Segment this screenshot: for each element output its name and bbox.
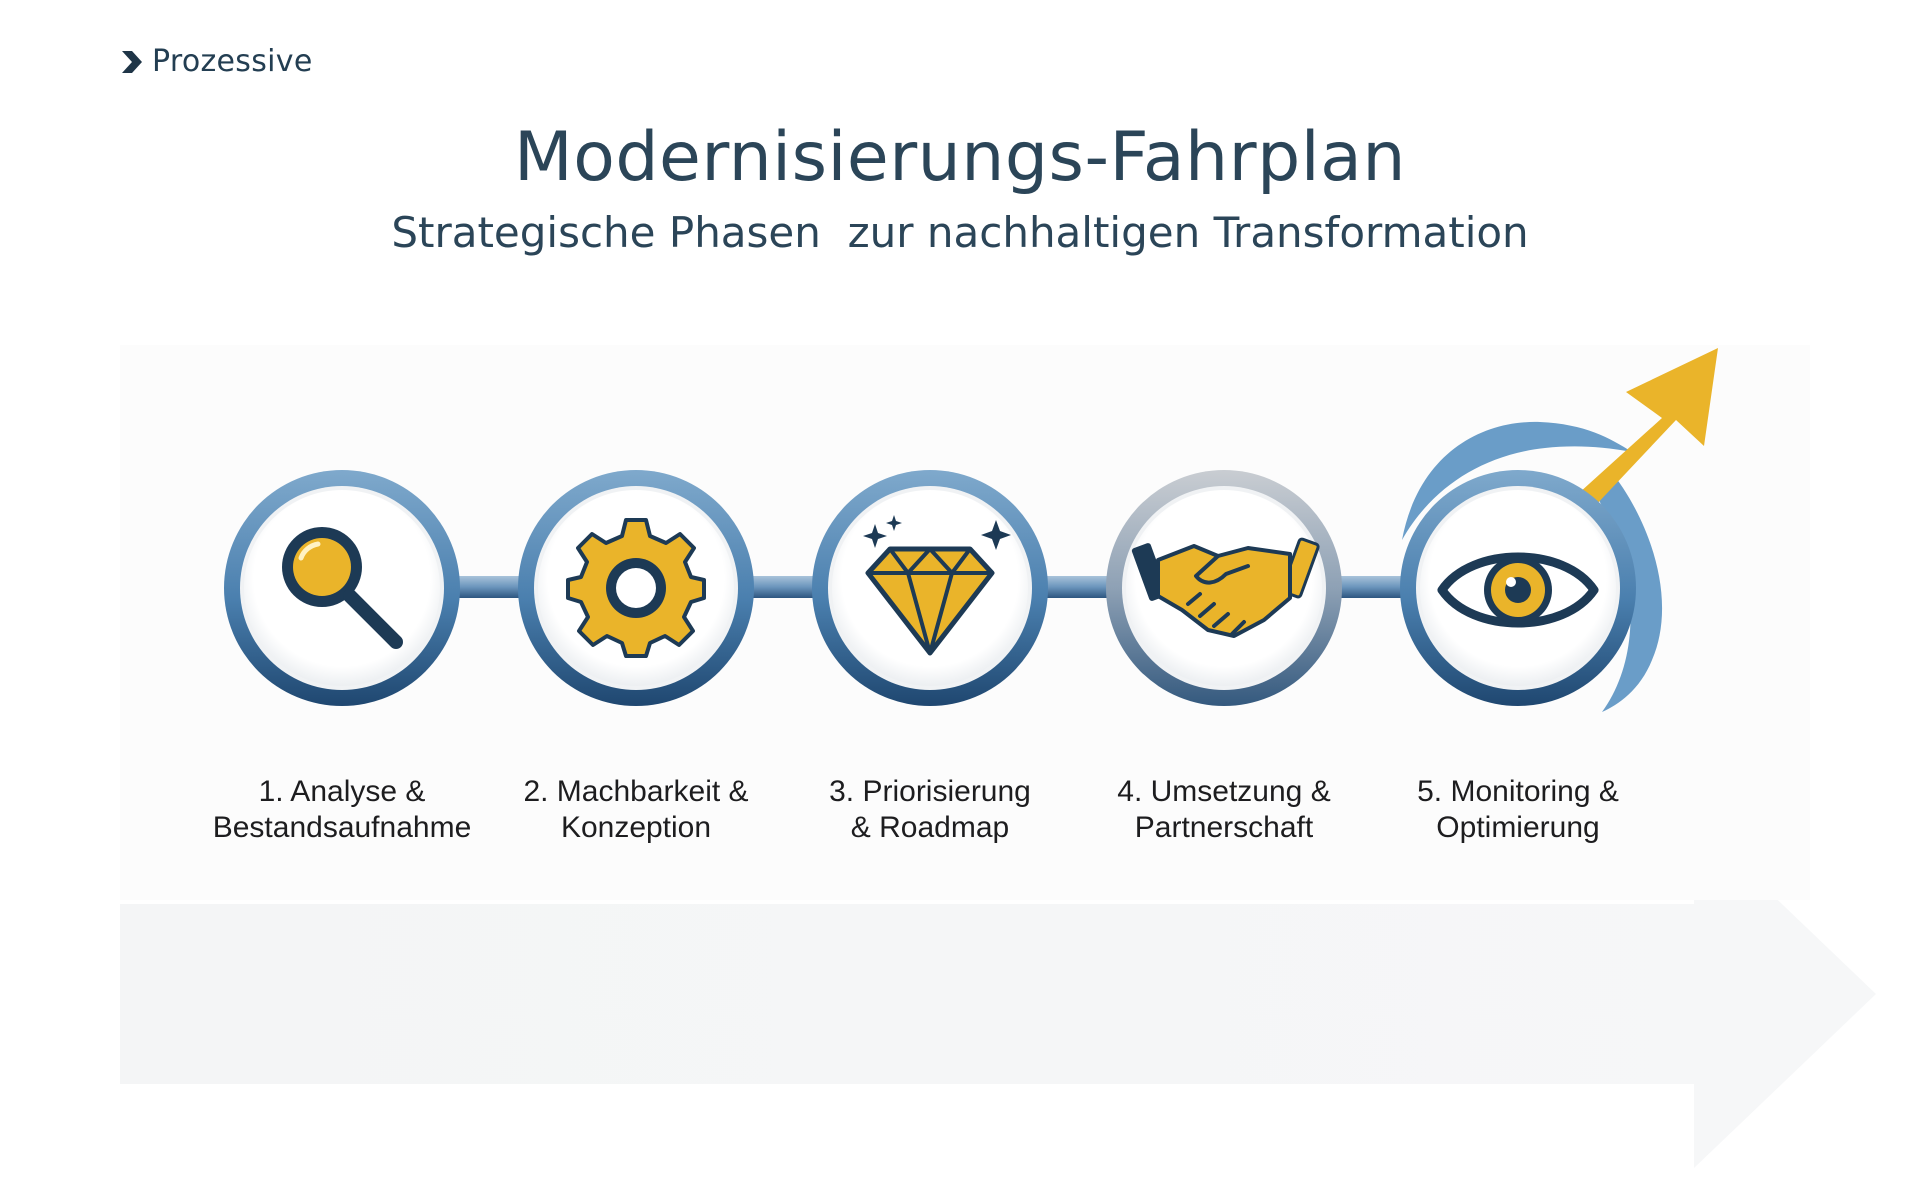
phase-label-1: 1. Analyse & Bestandsaufnahme bbox=[192, 774, 492, 846]
phase-1-node bbox=[224, 470, 460, 706]
phase-1-subtitle: Bestandsaufnahme bbox=[212, 811, 472, 844]
gear-icon bbox=[566, 518, 706, 658]
page-subtitle: Strategische Phasen zur nachhaltigen Tra… bbox=[391, 208, 1529, 257]
phase-4-title: 4. Umsetzung & bbox=[1117, 775, 1331, 808]
connector-3-4 bbox=[1034, 576, 1126, 598]
phase-3-subtitle: & Roadmap bbox=[850, 811, 1010, 844]
phase-5-title: 5. Monitoring & bbox=[1417, 775, 1619, 808]
phase-1-title: 1. Analyse & bbox=[258, 775, 426, 808]
connector-1-2 bbox=[445, 576, 537, 598]
eye-icon bbox=[1437, 552, 1599, 628]
connector-4-5 bbox=[1328, 576, 1420, 598]
brand-name: Prozessive bbox=[152, 44, 313, 79]
phase-2-subtitle: Konzeption bbox=[560, 811, 712, 844]
brand-logo: Prozessive bbox=[120, 44, 313, 79]
phase-5-node bbox=[1400, 470, 1636, 706]
phase-label-3: 3. Priorisierung & Roadmap bbox=[780, 774, 1080, 846]
page-title: Modernisierungs-Fahrplan bbox=[514, 118, 1406, 197]
phase-3-node bbox=[812, 470, 1048, 706]
phase-label-4: 4. Umsetzung & Partnerschaft bbox=[1074, 774, 1374, 846]
chevron-right-icon bbox=[122, 50, 142, 73]
phase-2-title: 2. Machbarkeit & bbox=[523, 775, 749, 808]
phase-label-5: 5. Monitoring & Optimierung bbox=[1368, 774, 1668, 846]
diamond-icon bbox=[863, 515, 1011, 656]
phase-3-title: 3. Priorisierung bbox=[829, 775, 1031, 808]
phase-5-subtitle: Optimierung bbox=[1436, 811, 1600, 844]
phase-2-node bbox=[518, 470, 754, 706]
handshake-icon bbox=[1131, 537, 1320, 638]
magnifier-icon bbox=[282, 527, 403, 649]
connector-lines bbox=[445, 576, 1420, 598]
connector-2-3 bbox=[740, 576, 832, 598]
phase-4-node bbox=[1106, 470, 1342, 706]
phase-4-subtitle: Partnerschaft bbox=[1134, 811, 1314, 844]
phase-label-2: 2. Machbarkeit & Konzeption bbox=[486, 774, 786, 846]
